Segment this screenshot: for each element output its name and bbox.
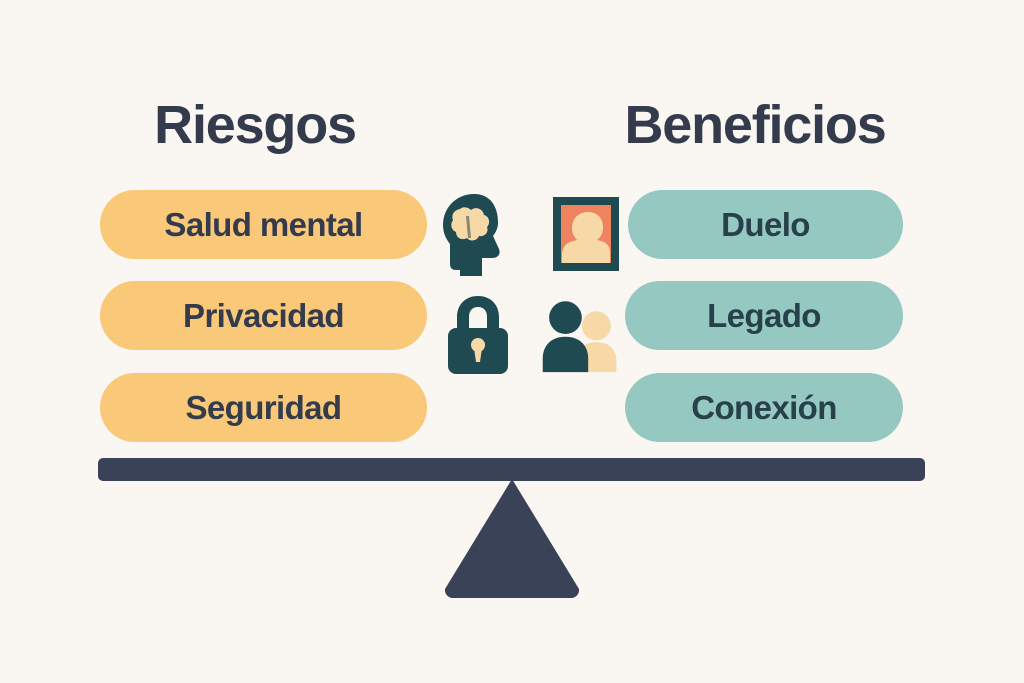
benefit-pill-legado[interactable]: Legado (625, 281, 903, 350)
balance-fulcrum (441, 479, 583, 598)
two-people-icon (540, 292, 620, 376)
risk-pill-salud-mental[interactable]: Salud mental (100, 190, 427, 259)
benefits-column-title: Beneficios (624, 95, 886, 155)
risk-pill-seguridad[interactable]: Seguridad (100, 373, 427, 442)
lock-icon (438, 292, 518, 376)
benefit-pill-conexion[interactable]: Conexión (625, 373, 903, 442)
risk-pill-privacidad[interactable]: Privacidad (100, 281, 427, 350)
balance-beam (98, 458, 925, 481)
benefit-pill-duelo[interactable]: Duelo (628, 190, 903, 259)
risks-column-title: Riesgos (154, 95, 357, 155)
portrait-frame-icon (548, 192, 628, 276)
head-brain-icon (438, 192, 518, 276)
